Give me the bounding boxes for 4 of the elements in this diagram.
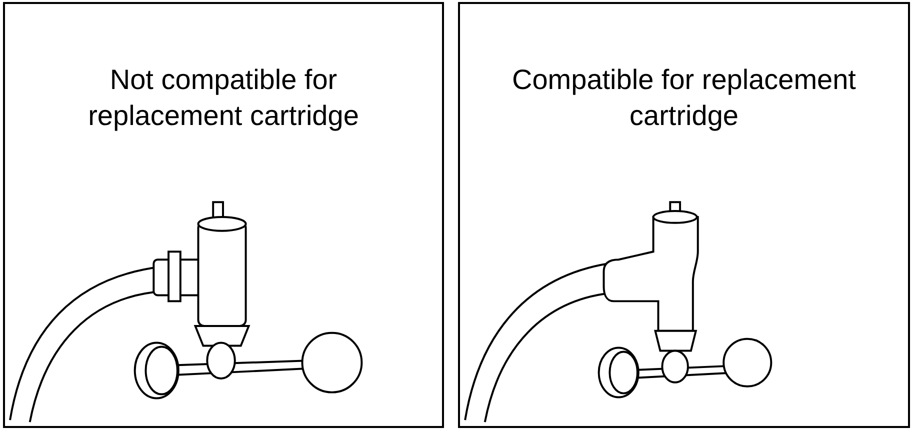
panel-title: Not compatible for replacement cartridge [87,63,360,133]
panel-title: Compatible for replacement cartridge [511,63,857,133]
panel-box [458,2,910,428]
panel-box [3,2,444,428]
